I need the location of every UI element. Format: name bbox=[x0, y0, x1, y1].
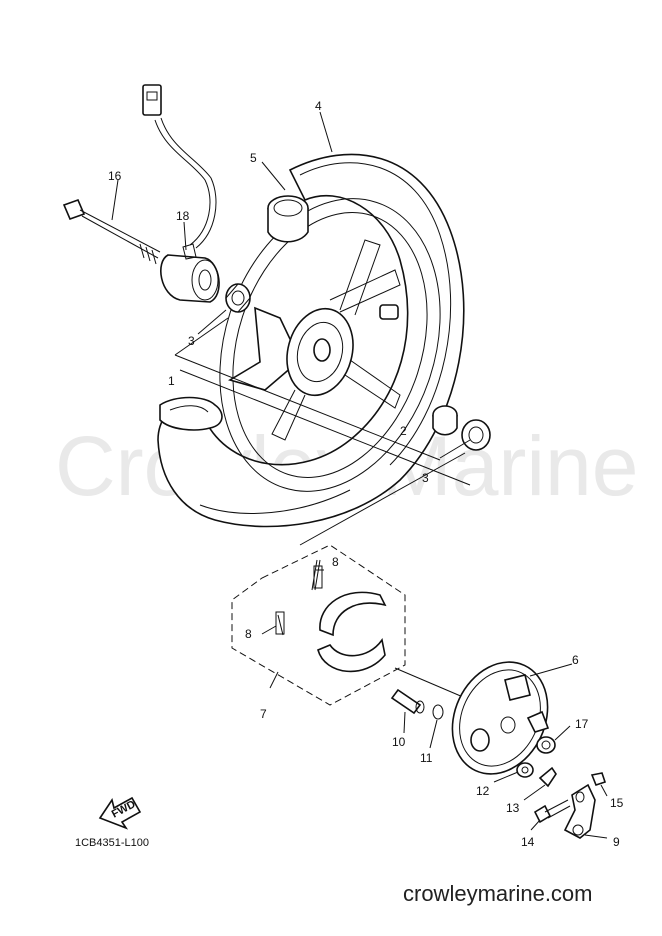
callout-12: 12 bbox=[476, 784, 490, 798]
indicator-part-13[interactable] bbox=[538, 766, 557, 788]
diagram-code: 1CB4351-L100 bbox=[75, 837, 149, 849]
o-ring-part-11[interactable] bbox=[432, 704, 444, 720]
callout-5: 5 bbox=[250, 151, 257, 165]
callout-11: 11 bbox=[420, 751, 433, 765]
callout-8-left: 8 bbox=[245, 627, 252, 641]
bearing-part-3-left[interactable] bbox=[225, 283, 251, 313]
callout-6: 6 bbox=[572, 653, 579, 667]
callout-7: 7 bbox=[260, 707, 267, 721]
site-url[interactable]: crowleymarine.com bbox=[403, 881, 593, 906]
meter-gear-part-18[interactable] bbox=[142, 84, 220, 303]
bearing-part-3-right[interactable] bbox=[461, 419, 491, 451]
nut-part-17[interactable] bbox=[536, 736, 556, 754]
alignment-lines bbox=[174, 317, 471, 701]
valve-part-5[interactable] bbox=[267, 195, 309, 243]
callout-9: 9 bbox=[613, 835, 620, 849]
callout-2: 2 bbox=[400, 424, 407, 438]
cam-lever-part-9[interactable] bbox=[563, 783, 596, 839]
callout-13: 13 bbox=[506, 801, 520, 815]
callout-8-top: 8 bbox=[332, 555, 339, 569]
collar-part-2[interactable] bbox=[432, 405, 458, 436]
callout-3-left: 3 bbox=[188, 334, 195, 348]
callout-15: 15 bbox=[610, 796, 624, 810]
callout-16: 16 bbox=[108, 169, 122, 183]
washer-part-12[interactable] bbox=[516, 762, 534, 778]
brake-plate-part-6[interactable] bbox=[435, 646, 566, 789]
callout-leaders bbox=[111, 111, 608, 839]
bolt-part-14[interactable] bbox=[533, 799, 571, 824]
nut-part-15[interactable] bbox=[590, 772, 607, 786]
axle-part-16[interactable] bbox=[62, 198, 161, 265]
callout-18: 18 bbox=[176, 209, 190, 223]
fwd-arrow-icon: FWD bbox=[98, 796, 142, 830]
callout-1: 1 bbox=[168, 374, 175, 388]
wheel-rim-part-1[interactable] bbox=[184, 170, 476, 520]
tire-part-4[interactable] bbox=[157, 153, 465, 528]
callout-3-right: 3 bbox=[422, 471, 429, 485]
tire-cross-section bbox=[159, 396, 223, 431]
camshaft-part-10[interactable] bbox=[390, 688, 425, 715]
callout-10: 10 bbox=[392, 735, 406, 749]
callout-14: 14 bbox=[521, 835, 535, 849]
callout-17: 17 bbox=[575, 717, 589, 731]
callout-4: 4 bbox=[315, 99, 322, 113]
brake-shoe-kit-part-7[interactable] bbox=[231, 544, 406, 706]
